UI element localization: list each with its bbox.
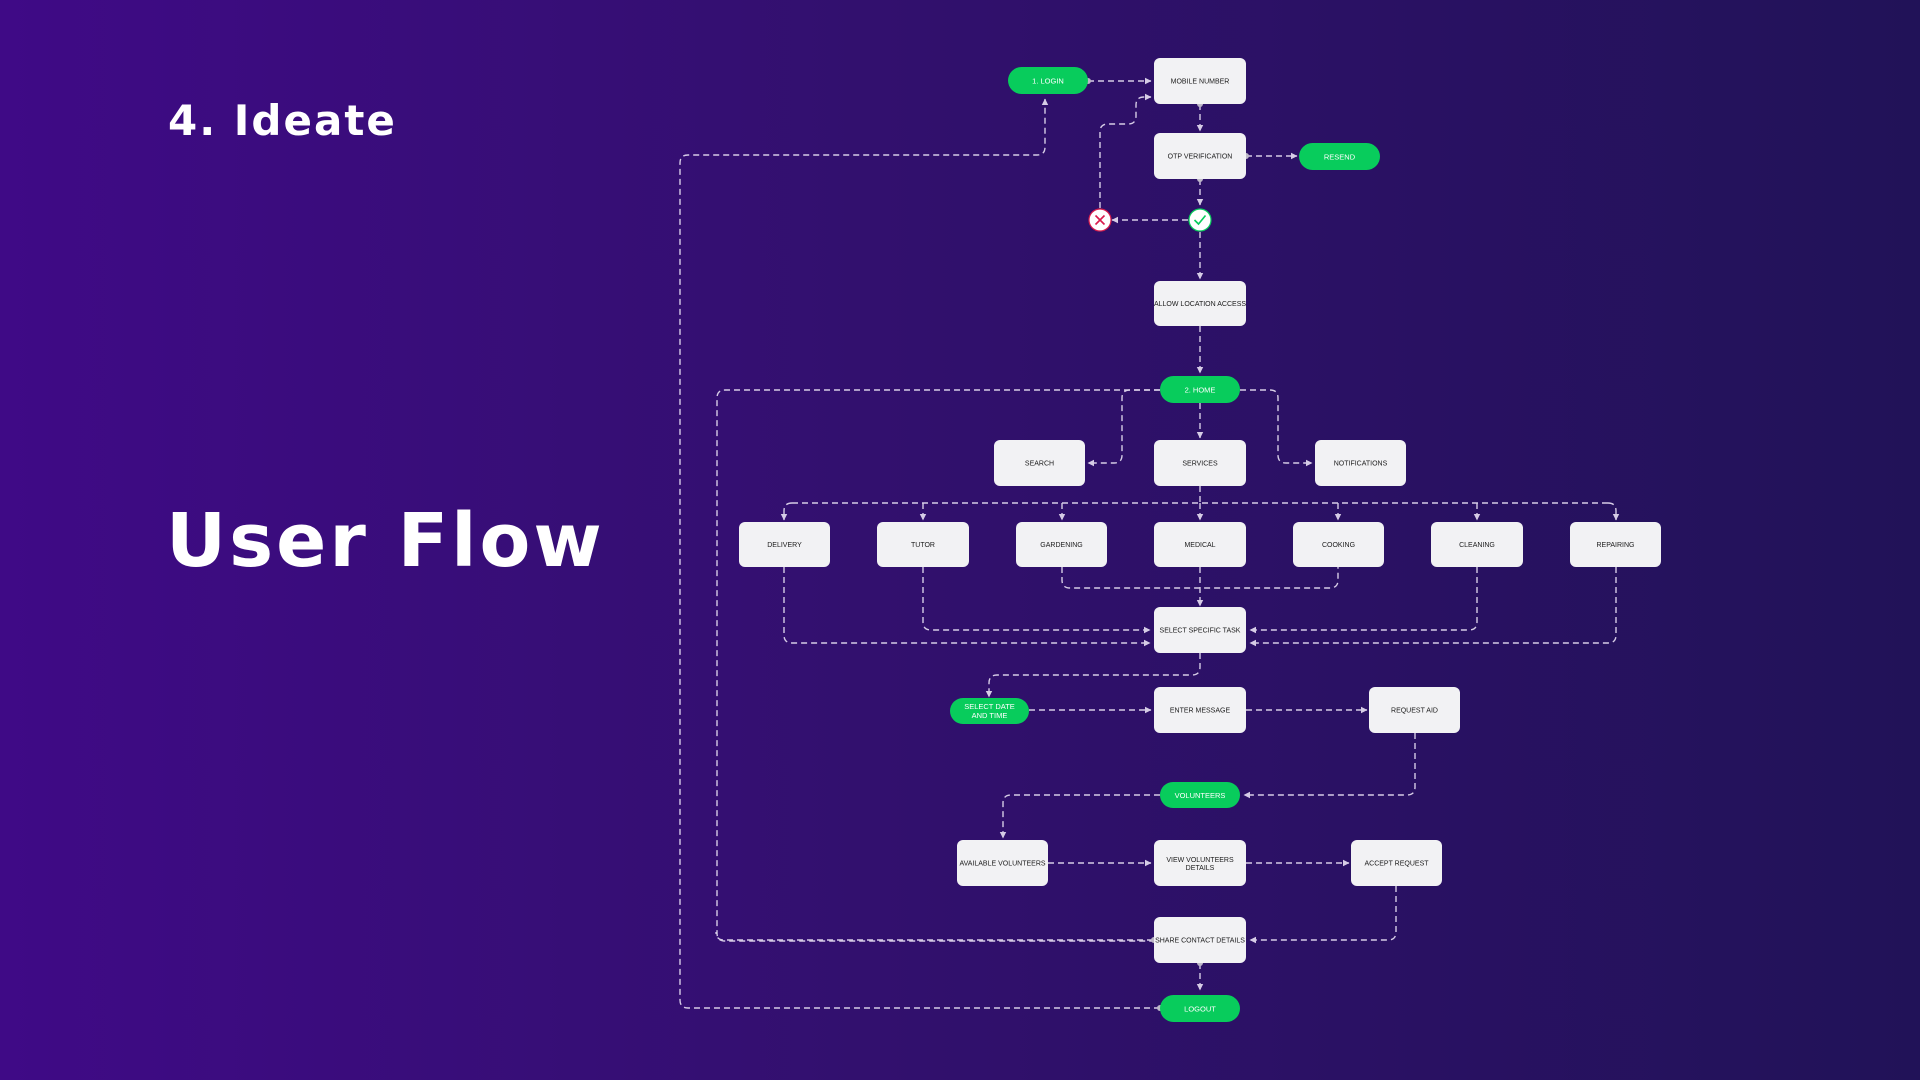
box-repairing: REPAIRING bbox=[1570, 522, 1661, 567]
box-allow-location-access: ALLOW LOCATION ACCESS bbox=[1154, 281, 1246, 326]
flow-edges bbox=[679, 77, 1620, 1011]
box-gardening: GARDENING bbox=[1016, 522, 1107, 567]
check-circle-icon bbox=[1188, 208, 1212, 232]
box-services-label: SERVICES bbox=[1182, 461, 1218, 468]
edge-cleaning-task bbox=[1249, 567, 1478, 634]
pill-select-date-time: SELECT DATE AND TIME bbox=[950, 698, 1029, 724]
edge-fail-mobile bbox=[1099, 93, 1152, 208]
edge-repairing-task bbox=[1249, 567, 1617, 647]
box-search: SEARCH bbox=[994, 440, 1085, 486]
box-medical: MEDICAL bbox=[1154, 522, 1246, 567]
box-allow-location-access-label: ALLOW LOCATION ACCESS bbox=[1154, 301, 1246, 308]
box-accept-request: ACCEPT REQUEST bbox=[1351, 840, 1442, 886]
page-title: User Flow bbox=[166, 498, 605, 584]
box-request-aid-label: REQUEST AID bbox=[1391, 708, 1438, 715]
pill-resend-label: RESEND bbox=[1324, 153, 1356, 162]
box-enter-message: ENTER MESSAGE bbox=[1154, 687, 1246, 733]
box-select-specific-task-label: SELECT SPECIFIC TASK bbox=[1160, 628, 1241, 635]
box-view-volunteers-details: VIEW VOLUNTEERS DETAILS bbox=[1154, 840, 1246, 886]
edge-task-datetime bbox=[985, 653, 1201, 698]
edge-delivery-task bbox=[783, 567, 1151, 647]
edge-tutor-task bbox=[922, 567, 1151, 634]
section-title: 4. Ideate bbox=[168, 96, 397, 145]
box-notifications: NOTIFICATIONS bbox=[1315, 440, 1406, 486]
edge-share-home-loop bbox=[715, 931, 1153, 941]
box-available-volunteers-label: AVAILABLE VOLUNTEERS bbox=[959, 861, 1045, 868]
box-gardening-label: GARDENING bbox=[1040, 542, 1082, 549]
pill-logout: LOGOUT bbox=[1160, 995, 1240, 1022]
pill-home-label: 2. HOME bbox=[1185, 386, 1216, 395]
box-cooking-label: COOKING bbox=[1322, 542, 1355, 549]
box-otp-verification-label: OTP VERIFICATION bbox=[1168, 154, 1233, 161]
edge-request-volunteers bbox=[1243, 733, 1416, 799]
box-share-contact-details: SHARE CONTACT DETAILS bbox=[1154, 917, 1246, 963]
box-share-contact-details-label: SHARE CONTACT DETAILS bbox=[1155, 938, 1245, 945]
box-repairing-label: REPAIRING bbox=[1597, 542, 1635, 549]
box-delivery-label: DELIVERY bbox=[767, 542, 802, 549]
box-services: SERVICES bbox=[1154, 440, 1246, 486]
box-cleaning: CLEANING bbox=[1431, 522, 1523, 567]
box-delivery: DELIVERY bbox=[739, 522, 830, 567]
edge-home-logout bbox=[716, 389, 1160, 942]
box-available-volunteers: AVAILABLE VOLUNTEERS bbox=[957, 840, 1048, 886]
pill-volunteers: VOLUNTEERS bbox=[1160, 782, 1240, 808]
box-mobile-number: MOBILE NUMBER bbox=[1154, 58, 1246, 104]
box-view-volunteers-details-line1: VIEW VOLUNTEERS bbox=[1166, 857, 1234, 864]
pill-resend: RESEND bbox=[1299, 143, 1380, 170]
pill-home: 2. HOME bbox=[1160, 376, 1240, 403]
box-search-label: SEARCH bbox=[1025, 461, 1054, 468]
box-tutor-label: TUTOR bbox=[911, 542, 935, 549]
box-select-specific-task: SELECT SPECIFIC TASK bbox=[1154, 607, 1246, 653]
edge-volunteers-available bbox=[999, 794, 1160, 839]
pill-login-label: 1. LOGIN bbox=[1032, 77, 1064, 86]
box-view-volunteers-details-line2: DETAILS bbox=[1186, 865, 1215, 872]
edge-bus-repairing bbox=[1607, 502, 1620, 521]
x-circle-icon bbox=[1088, 208, 1112, 232]
box-cooking: COOKING bbox=[1293, 522, 1384, 567]
pill-logout-label: LOGOUT bbox=[1184, 1005, 1216, 1014]
box-cleaning-label: CLEANING bbox=[1459, 542, 1495, 549]
edge-home-notifications bbox=[1240, 389, 1313, 467]
pill-select-date-time-line1: SELECT DATE bbox=[964, 702, 1015, 711]
edge-services-bus bbox=[792, 486, 1608, 504]
box-notifications-label: NOTIFICATIONS bbox=[1334, 461, 1388, 468]
pill-login: 1. LOGIN bbox=[1008, 67, 1088, 94]
edge-logout-login bbox=[679, 98, 1160, 1009]
box-medical-label: MEDICAL bbox=[1184, 542, 1215, 549]
edge-bus-delivery bbox=[780, 502, 793, 521]
box-enter-message-label: ENTER MESSAGE bbox=[1170, 708, 1231, 715]
edge-home-search bbox=[1087, 389, 1160, 467]
edge-accept-share bbox=[1249, 886, 1397, 944]
box-mobile-number-label: MOBILE NUMBER bbox=[1171, 79, 1230, 86]
pill-select-date-time-line2: AND TIME bbox=[972, 711, 1008, 720]
box-request-aid: REQUEST AID bbox=[1369, 687, 1460, 733]
box-tutor: TUTOR bbox=[877, 522, 969, 567]
pill-volunteers-label: VOLUNTEERS bbox=[1175, 791, 1226, 800]
box-accept-request-label: ACCEPT REQUEST bbox=[1364, 861, 1429, 868]
box-otp-verification: OTP VERIFICATION bbox=[1154, 133, 1246, 179]
